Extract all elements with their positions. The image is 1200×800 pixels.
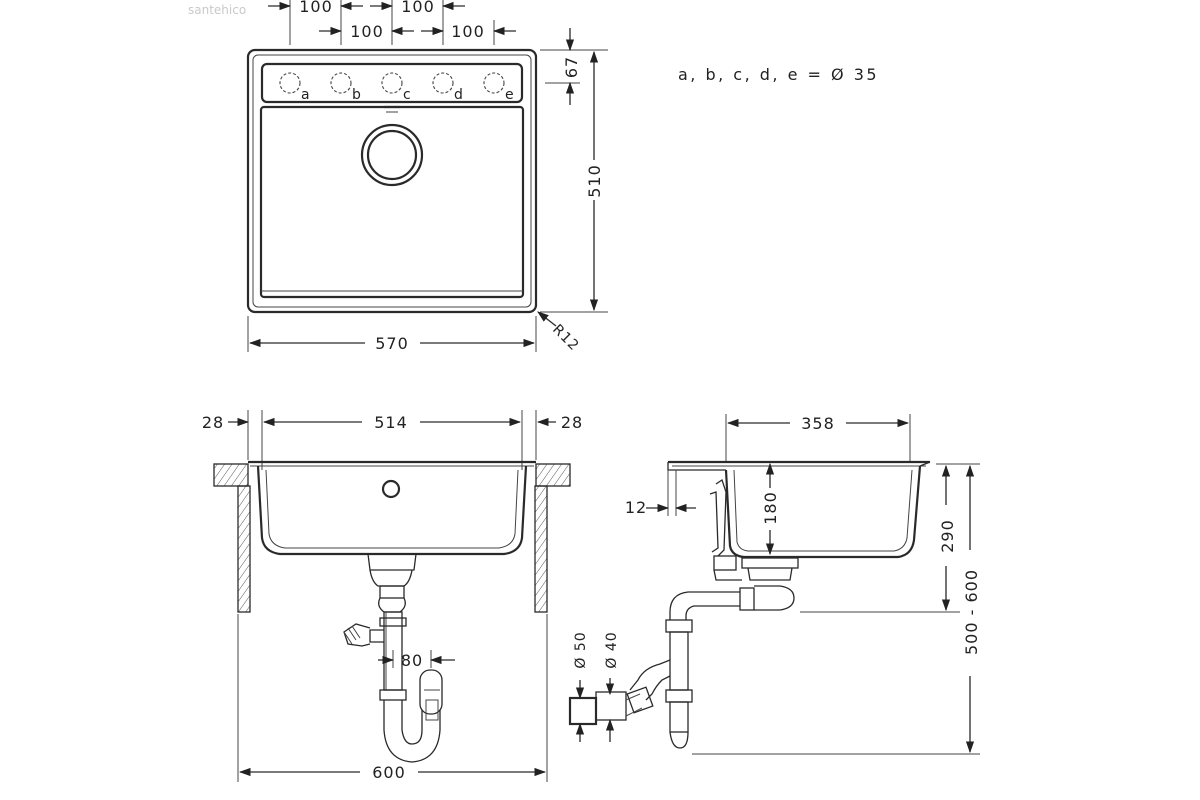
right-rim-dim: 28 [561, 413, 583, 432]
pipe-diameter-50: Ø 50 [573, 631, 589, 668]
wall-pipe [568, 696, 598, 726]
countertop-left [213, 463, 249, 487]
top-view: a b c d e 100 100 100 100 67 [246, 0, 879, 355]
tap-hole-c [381, 72, 403, 94]
watermark: santehico [188, 3, 246, 17]
hole-label-d: d [454, 87, 464, 103]
tap-ledge [260, 62, 524, 104]
bowl-side [724, 465, 922, 559]
u-trap [383, 700, 441, 763]
bowl-length-dim: 358 [801, 414, 835, 433]
hole-note: a, b, c, d, e = Ø 35 [678, 65, 879, 84]
countertop-right [535, 463, 571, 487]
cabinet-wall-left [237, 485, 251, 613]
width-dim: 570 [375, 334, 409, 353]
left-rim-dim: 28 [202, 413, 224, 432]
depth-dim: 510 [585, 164, 604, 198]
cabinet-width-dim: 600 [372, 763, 406, 782]
hole-label-a: a [301, 87, 311, 103]
bowl-front [256, 465, 528, 556]
overflow-hole [381, 479, 401, 499]
spacing-b-c: 100 [350, 22, 384, 41]
drain-inner [366, 129, 418, 181]
tap-hole-b [330, 72, 352, 94]
tap-hole-d [432, 72, 454, 94]
drain-height-range-dim: 500 - 600 [962, 569, 981, 655]
bowl-top [259, 105, 525, 299]
drain-outer [360, 123, 424, 187]
outlet-arm [669, 591, 740, 620]
hole-offset-dim: 67 [562, 56, 581, 78]
outlet-height-dim: 290 [938, 519, 957, 553]
tap-hole-a [279, 72, 301, 94]
sink-outline-top [246, 48, 538, 314]
spacing-a-b: 100 [299, 0, 333, 16]
pipe-diameter-40: Ø 40 [604, 631, 620, 668]
spacing-d-e: 100 [451, 22, 485, 41]
hole-label-b: b [352, 87, 362, 103]
rim-dim: 12 [625, 498, 647, 517]
outlet-offset-dim: 80 [401, 651, 423, 670]
bowl-depth-dim: 180 [761, 491, 780, 525]
wall-connector [595, 691, 627, 721]
hole-label-c: c [403, 87, 412, 103]
front-view: 28 514 28 [202, 410, 583, 782]
hole-label-e: e [505, 87, 515, 103]
cabinet-wall-right [534, 485, 548, 613]
inner-width-dim: 514 [374, 413, 408, 432]
tap-hole-e [483, 72, 505, 94]
side-view: 358 180 12 [568, 414, 981, 755]
spacing-c-d: 100 [401, 0, 435, 16]
corner-radius: R12 [549, 322, 582, 355]
